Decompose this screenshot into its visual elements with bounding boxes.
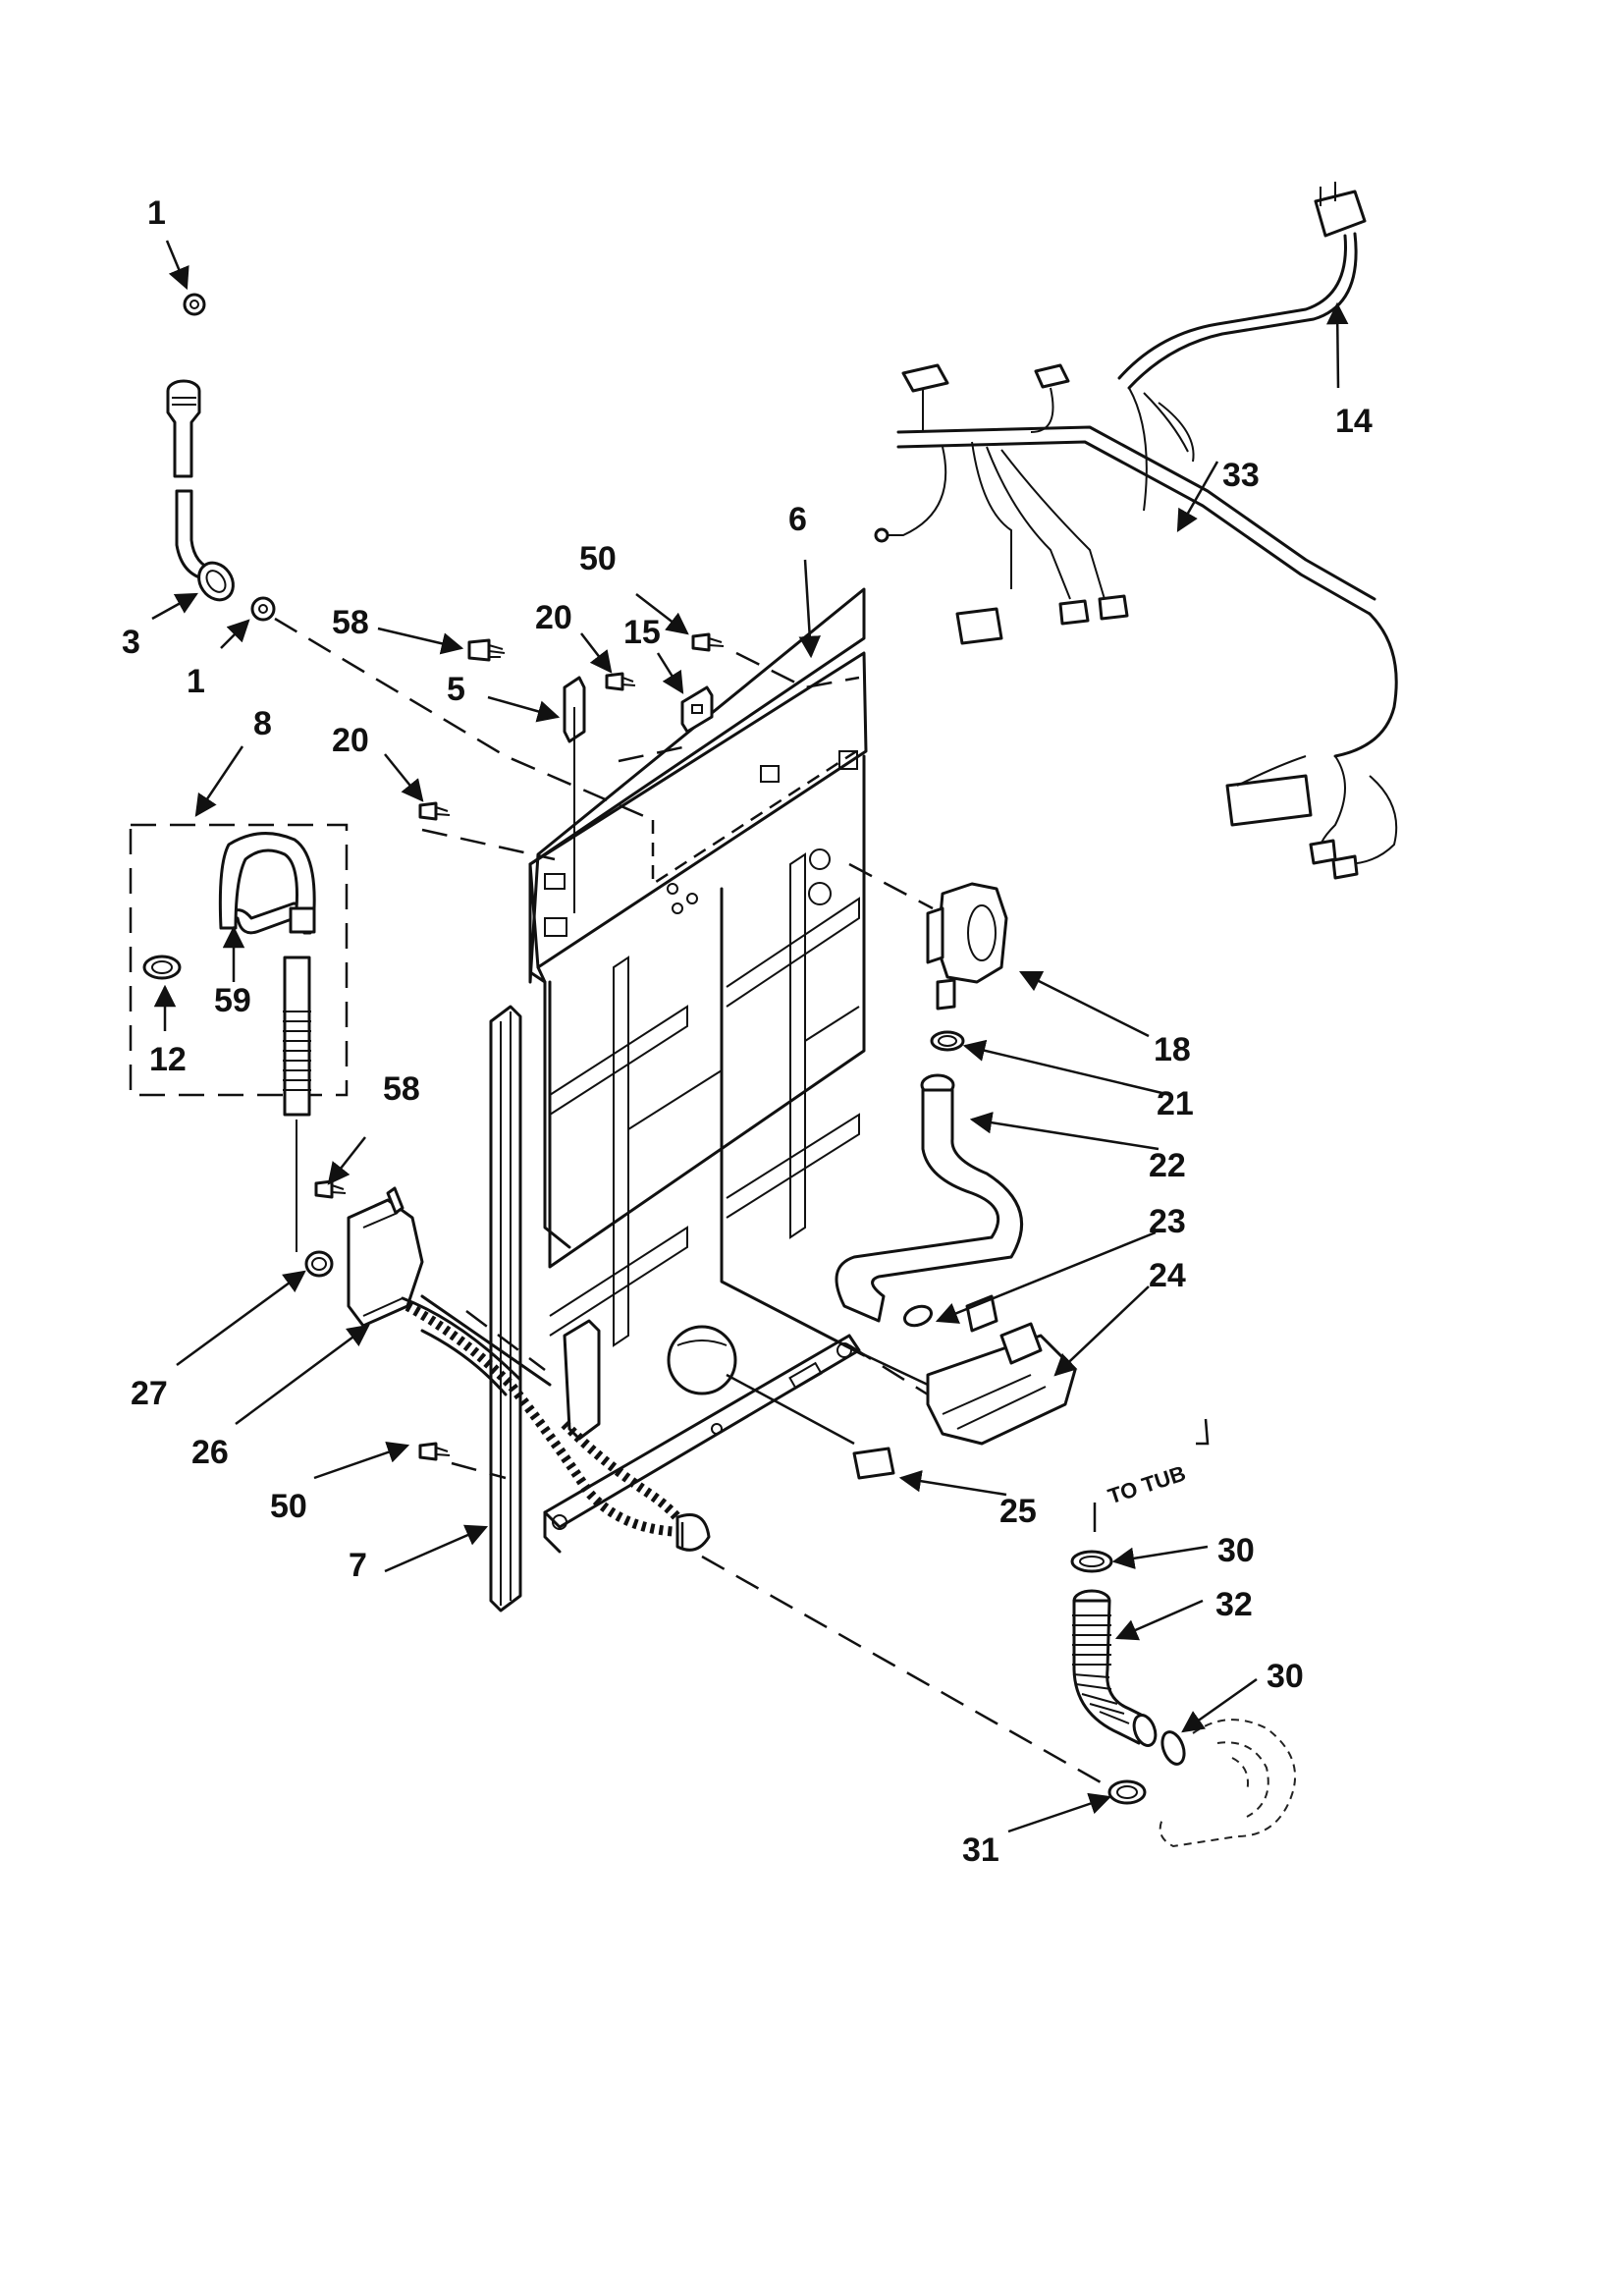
water-valve: [848, 862, 1008, 1011]
tub-hose: [1070, 1550, 1297, 1848]
screw-20-left: [418, 801, 451, 821]
callout-1-top: 1: [147, 194, 166, 232]
callout-20-top: 20: [535, 599, 572, 636]
callout-14: 14: [1335, 403, 1373, 440]
callout-7: 7: [349, 1547, 367, 1584]
callout-59: 59: [214, 982, 251, 1019]
kit-8-box: [129, 823, 349, 1117]
callout-22: 22: [1149, 1147, 1186, 1184]
clip-15: [680, 685, 714, 734]
fill-hose: [166, 293, 276, 622]
filter-ball: [667, 1325, 895, 1480]
bracket-5: [563, 676, 586, 913]
screw-50-lower: [418, 1442, 451, 1461]
side-channel: [489, 1005, 522, 1613]
callout-26: 26: [191, 1434, 229, 1471]
callout-30-top: 30: [1217, 1532, 1255, 1569]
callout-58-lower: 58: [383, 1070, 420, 1108]
screw-58-lower: [314, 1179, 347, 1199]
callout-30-lower: 30: [1267, 1658, 1304, 1695]
tube-22: [835, 1073, 1024, 1323]
callout-3: 3: [122, 624, 140, 661]
callout-24: 24: [1149, 1257, 1186, 1294]
to-tub-label: TO TUB: [1105, 1460, 1188, 1508]
callout-25: 25: [999, 1493, 1037, 1530]
callout-21: 21: [1157, 1085, 1194, 1122]
callout-8: 8: [253, 705, 272, 742]
callout-1-lower: 1: [187, 663, 205, 700]
rear-panel: [528, 587, 868, 1554]
callout-58-top: 58: [332, 604, 369, 641]
pump-bracket: [848, 1294, 1077, 1446]
screw-50-top: [691, 632, 725, 652]
callout-33: 33: [1222, 457, 1260, 494]
callout-23: 23: [1149, 1203, 1186, 1240]
callout-32: 32: [1215, 1586, 1253, 1623]
callout-31: 31: [962, 1831, 999, 1869]
callout-50-lower: 50: [270, 1488, 307, 1525]
callout-labels: 1 3 1 58 20 50 15 5 6 8 20 59 12 14 33 1…: [122, 194, 1373, 1869]
callout-15: 15: [623, 614, 661, 651]
callout-27: 27: [131, 1375, 168, 1412]
callout-50-top: 50: [579, 540, 617, 577]
callout-12: 12: [149, 1041, 187, 1078]
screw-58-top: [467, 638, 506, 662]
drain-housing-26: [347, 1186, 424, 1328]
callout-5: 5: [447, 671, 465, 708]
callout-18: 18: [1154, 1031, 1191, 1068]
wire-harness: [874, 182, 1398, 880]
leader-lines: [151, 240, 1349, 1833]
clamp-27: [304, 1250, 334, 1278]
callout-20-left: 20: [332, 722, 369, 759]
callout-6: 6: [788, 501, 807, 538]
clamp-21: [930, 1030, 965, 1052]
screw-20-top: [605, 672, 636, 691]
clamp-23: [902, 1304, 934, 1328]
